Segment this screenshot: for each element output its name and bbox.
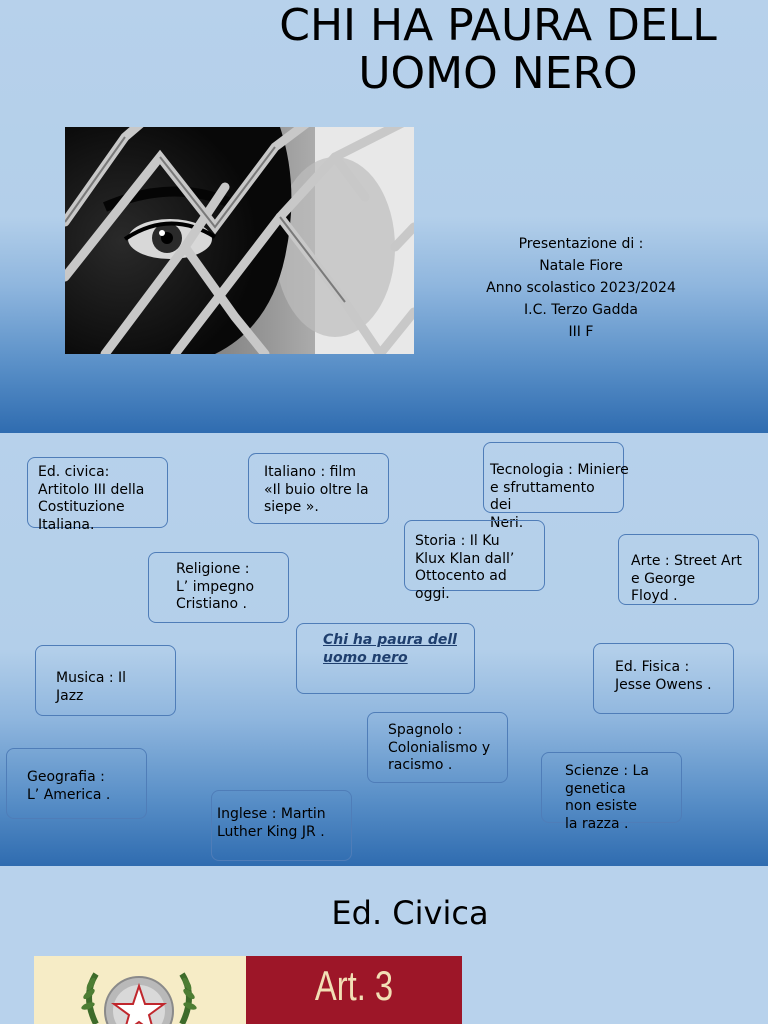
italian-emblem-icon xyxy=(81,972,197,1024)
topic-box-spagnolo[interactable]: Spagnolo : Colonialismo y racismo . xyxy=(367,712,508,783)
presentation-credits: Presentazione di : Natale Fiore Anno sco… xyxy=(466,233,696,343)
slide-mind-map: Ed. civica: Artitolo III della Costituzi… xyxy=(0,433,768,866)
topic-box-musica[interactable]: Musica : Il Jazz xyxy=(35,645,176,716)
slide-title: CHI HA PAURA DELL UOMO NERO xyxy=(0,0,768,433)
article-label: Art. 3 xyxy=(314,962,394,1009)
credits-line: III F xyxy=(568,324,594,340)
credits-line: Anno scolastico 2023/2024 xyxy=(486,280,676,296)
topic-box-ed-civica[interactable]: Ed. civica: Artitolo III della Costituzi… xyxy=(27,457,168,533)
topic-box-geografia[interactable]: Geografia : L’ America . xyxy=(6,748,147,819)
section-title: Ed. Civica xyxy=(331,894,489,932)
credits-line: Presentazione di : xyxy=(518,236,644,252)
topic-box-religione[interactable]: Religione : L’ impegno Cristiano . xyxy=(148,552,289,623)
cover-photo xyxy=(65,127,414,354)
italian-emblem-panel xyxy=(34,956,246,1024)
topic-box-arte[interactable]: Arte : Street Art e George Floyd . xyxy=(618,534,759,605)
topic-box-ed-fisica[interactable]: Ed. Fisica : Jesse Owens . xyxy=(593,643,734,714)
credits-line: Natale Fiore xyxy=(539,258,623,274)
credits-line: I.C. Terzo Gadda xyxy=(524,302,638,318)
topic-box-tecnologia[interactable]: Tecnologia : Miniere e sfruttamento dei … xyxy=(483,442,629,531)
slide-title-heading: CHI HA PAURA DELL UOMO NERO xyxy=(279,0,717,99)
slide-ed-civica: Ed. Civica Art. 3 xyxy=(0,866,768,1024)
topic-box-storia[interactable]: Storia : Il Ku Klux Klan dall’ Ottocento… xyxy=(404,520,545,602)
article-banner: Art. 3 xyxy=(246,956,462,1024)
central-topic-link[interactable]: Chi ha paura dell uomo nero xyxy=(296,623,475,694)
topic-box-italiano[interactable]: Italiano : film «Il buio oltre la siepe … xyxy=(248,453,389,524)
topic-box-scienze[interactable]: Scienze : La genetica non esiste la razz… xyxy=(541,752,682,832)
topic-box-inglese[interactable]: Inglese : Martin Luther King JR . xyxy=(211,790,352,861)
